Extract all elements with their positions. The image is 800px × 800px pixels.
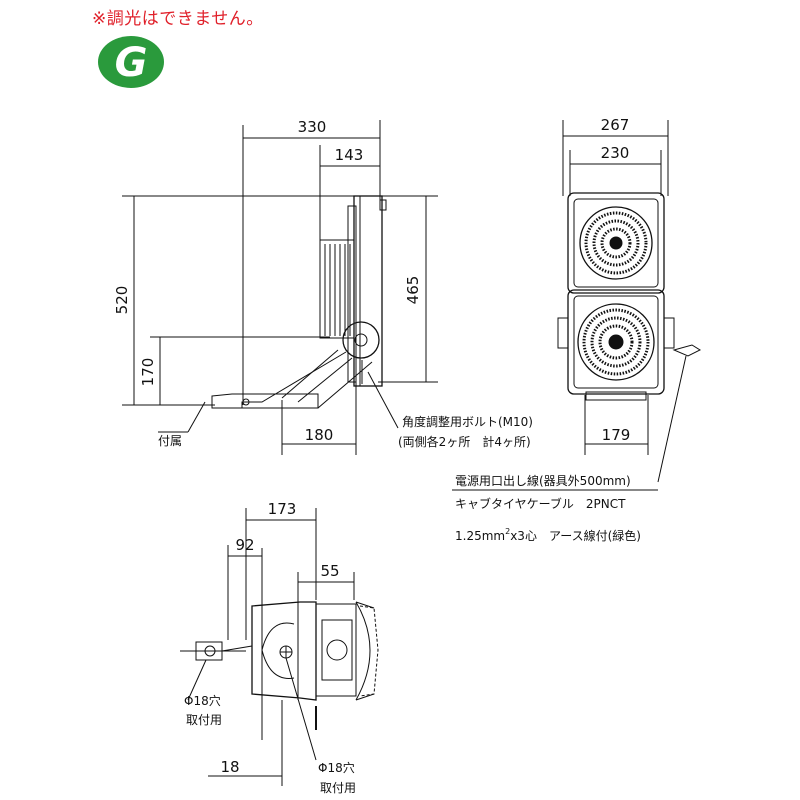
dim-92: 92 bbox=[235, 536, 254, 554]
hole-bottom-use-label: 取付用 bbox=[320, 781, 356, 795]
cable-size-superscript: 2 bbox=[505, 527, 510, 536]
dim-173: 173 bbox=[268, 500, 297, 518]
dim-55: 55 bbox=[320, 562, 339, 580]
attached-label: 付属 bbox=[158, 434, 182, 448]
dim-180: 180 bbox=[305, 426, 334, 444]
dim-520: 520 bbox=[113, 286, 131, 315]
front-view bbox=[452, 120, 702, 491]
hole-bottom-label: Φ18穴 bbox=[318, 760, 355, 775]
bolt-label-line2: (両側各2ヶ所 計4ヶ所) bbox=[398, 434, 531, 449]
dim-18: 18 bbox=[220, 758, 239, 776]
front-view-labels: 267 230 179 電源用口出し線(器具外500mm) キャブタイヤケーブル… bbox=[455, 116, 641, 543]
cable-label-line1: 電源用口出し線(器具外500mm) bbox=[455, 473, 631, 488]
dim-230: 230 bbox=[601, 144, 630, 162]
hole-left-use-label: 取付用 bbox=[186, 713, 222, 727]
badge-letter: G bbox=[115, 40, 148, 86]
cable-label-line3: 1.25mm2x3心 アース線付(緑色) bbox=[455, 527, 641, 543]
cable-cores: x3心 アース線付(緑色) bbox=[510, 528, 641, 543]
dim-170: 170 bbox=[139, 358, 157, 387]
bottom-view bbox=[180, 508, 379, 786]
cable-label-line2: キャブタイヤケーブル 2PNCT bbox=[455, 496, 626, 511]
dimming-notice: ※調光はできません。 bbox=[92, 9, 264, 29]
cable-size: 1.25mm bbox=[455, 529, 505, 543]
side-view-labels: 330 143 520 170 465 180 付属 角度調整用ボルト(M10)… bbox=[113, 118, 533, 449]
green-g-badge-icon: G bbox=[98, 36, 164, 88]
dim-465: 465 bbox=[404, 276, 422, 305]
dim-179: 179 bbox=[602, 426, 631, 444]
bottom-view-labels: 173 92 55 18 Φ18穴 取付用 Φ18穴 取付用 bbox=[184, 500, 356, 795]
dim-267: 267 bbox=[601, 116, 630, 134]
side-view bbox=[122, 120, 438, 455]
dim-330: 330 bbox=[298, 118, 327, 136]
dim-143: 143 bbox=[335, 146, 364, 164]
bolt-label-line1: 角度調整用ボルト(M10) bbox=[402, 414, 533, 429]
hole-left-label: Φ18穴 bbox=[184, 693, 221, 708]
